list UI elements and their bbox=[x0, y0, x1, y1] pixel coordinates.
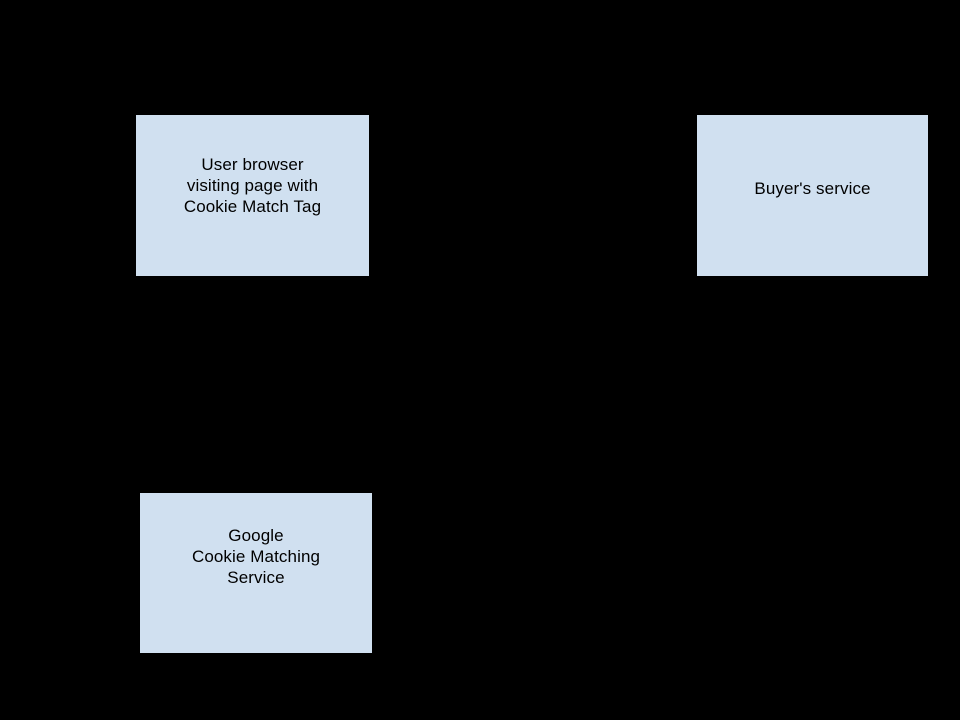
node-user-browser-label: User browser visiting page with Cookie M… bbox=[183, 155, 322, 216]
node-user-browser[interactable]: User browser visiting page with Cookie M… bbox=[136, 115, 369, 276]
node-buyers-service[interactable]: Buyer's service bbox=[697, 115, 928, 276]
node-google-cookie-matching[interactable]: Google Cookie Matching Service bbox=[140, 493, 372, 653]
node-google-cookie-matching-label: Google Cookie Matching Service bbox=[191, 525, 321, 587]
node-buyers-service-label: Buyer's service bbox=[754, 179, 871, 198]
